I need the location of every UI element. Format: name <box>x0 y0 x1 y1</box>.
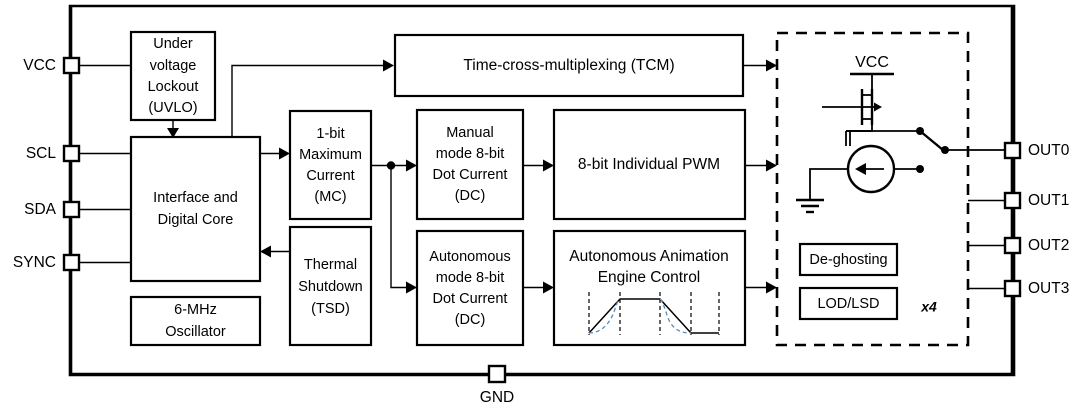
wire-mc-split <box>371 159 417 294</box>
block-pwm-rect <box>552 108 747 221</box>
pin-out1-label: OUT1 <box>1028 192 1069 209</box>
block-tsd-rect <box>288 225 373 347</box>
block-animation-rect <box>552 229 747 347</box>
pin-out3[interactable]: OUT3 <box>968 279 1069 298</box>
block-lod-lsd[interactable]: LOD/LSD <box>798 286 899 321</box>
block-manual-dc-line-0: Manual <box>446 125 494 141</box>
block-autonomous-dot-current[interactable]: Autonomous mode 8-bit Dot Current (DC) <box>415 229 525 347</box>
block-manual-dot-current[interactable]: Manual mode 8-bit Dot Current (DC) <box>415 108 525 221</box>
arrow-pwm-to-output <box>745 159 777 172</box>
block-de-ghosting[interactable]: De-ghosting <box>798 242 899 277</box>
block-interface-rect <box>129 135 262 283</box>
block-interface-digital-core[interactable]: Interface and Digital Core <box>129 135 262 283</box>
pin-out3-label: OUT3 <box>1028 280 1069 297</box>
block-uvlo-line-0: Under <box>153 36 193 52</box>
block-tsd-line-1: Shutdown <box>298 279 363 295</box>
block-auto-dc-line-2: Dot Current <box>433 291 508 307</box>
block-interface-line-0: Interface and <box>153 190 238 206</box>
block-uvlo-line-2: Lockout <box>148 79 199 95</box>
pin-scl-square <box>62 144 81 163</box>
block-manual-dc-line-2: Dot Current <box>433 167 508 183</box>
arrow-animation-to-output <box>745 281 777 294</box>
output-stage-pmos: VCC <box>822 54 894 146</box>
pin-out1-square <box>1003 191 1022 210</box>
block-tcm[interactable]: Time-cross-multiplexing (TCM) <box>393 33 745 98</box>
pin-vcc-label: VCC <box>23 57 56 74</box>
output-stage-dashed-boundary <box>775 31 970 347</box>
output-stage-multiplier-label: x4 <box>920 299 937 315</box>
pin-sda[interactable]: SDA <box>24 200 131 219</box>
animation-waveform-icon <box>588 292 720 335</box>
pin-scl[interactable]: SCL <box>26 144 131 163</box>
pin-vcc[interactable]: VCC <box>23 56 131 75</box>
pin-sda-square <box>62 200 81 219</box>
pin-vcc-square <box>62 56 81 75</box>
block-mc-line-1: Maximum <box>299 147 362 163</box>
pin-sync-label: SYNC <box>13 254 56 271</box>
pin-sync-square <box>62 253 81 272</box>
output-stage-current-source <box>796 144 924 214</box>
arrow-manual-dc-to-pwm <box>523 159 554 172</box>
block-max-current[interactable]: 1-bit Maximum Current (MC) <box>288 109 373 221</box>
output-stage-vcc-label: VCC <box>855 54 889 71</box>
switch-blade <box>919 130 944 151</box>
ground-symbol <box>796 198 824 214</box>
block-oscillator-rect <box>129 295 262 347</box>
arrow-tcm-to-output <box>743 59 777 72</box>
block-lod-lsd-label: LOD/LSD <box>817 296 879 312</box>
block-tsd-line-0: Thermal <box>304 257 357 273</box>
current-source-node <box>916 165 924 173</box>
block-auto-dc-line-3: (DC) <box>455 312 486 328</box>
block-lod-lsd-rect <box>798 286 899 321</box>
pin-sync[interactable]: SYNC <box>13 253 131 272</box>
pin-out0-label: OUT0 <box>1028 142 1070 159</box>
pin-out2[interactable]: OUT2 <box>968 236 1069 255</box>
block-manual-dc-line-1: mode 8-bit <box>436 146 505 162</box>
block-auto-dc-line-0: Autonomous <box>429 249 510 265</box>
block-mc-line-2: Current <box>306 168 354 184</box>
pin-gnd-label: GND <box>480 389 514 406</box>
block-mc-line-0: 1-bit <box>316 126 344 142</box>
arrow-auto-dc-to-animation <box>523 281 554 294</box>
block-oscillator-line-1: Oscillator <box>165 324 226 340</box>
pin-gnd-square <box>487 364 507 384</box>
block-de-ghosting-label: De-ghosting <box>809 252 887 268</box>
pin-out2-square <box>1003 236 1022 255</box>
block-tcm-rect <box>393 33 745 98</box>
pin-out0-square <box>1003 141 1022 160</box>
block-uvlo[interactable]: Under voltage Lockout (UVLO) <box>129 30 217 122</box>
block-auto-dc-line-1: mode 8-bit <box>436 270 505 286</box>
wire-interface-to-tcm <box>231 59 394 137</box>
block-tsd-line-2: (TSD) <box>311 301 350 317</box>
block-manual-dc-rect <box>415 108 525 221</box>
block-animation-engine[interactable]: Autonomous Animation Engine Control <box>552 229 747 347</box>
block-uvlo-line-3: (UVLO) <box>148 100 197 116</box>
block-manual-dc-line-3: (DC) <box>455 188 486 204</box>
block-animation-line-0: Autonomous Animation <box>569 248 728 265</box>
pin-out2-label: OUT2 <box>1028 237 1069 254</box>
pin-scl-label: SCL <box>26 145 57 162</box>
block-oscillator-line-0: 6-MHz <box>174 302 217 318</box>
pin-out1[interactable]: OUT1 <box>968 191 1069 210</box>
block-thermal-shutdown[interactable]: Thermal Shutdown (TSD) <box>288 225 373 347</box>
block-tcm-label: Time-cross-multiplexing (TCM) <box>463 57 674 74</box>
output-stage-switch <box>846 127 1005 154</box>
block-pwm-label: 8-bit Individual PWM <box>578 156 720 173</box>
arrow-tsd-to-interface <box>260 245 290 258</box>
pin-gnd[interactable]: GND <box>70 364 1013 406</box>
block-interface-line-1: Digital Core <box>158 212 234 228</box>
pin-out0[interactable]: OUT0 <box>1003 141 1070 160</box>
block-oscillator[interactable]: 6-MHz Oscillator <box>129 295 262 347</box>
block-de-ghosting-rect <box>798 242 899 277</box>
block-individual-pwm[interactable]: 8-bit Individual PWM <box>552 108 747 221</box>
pin-out3-square <box>1003 279 1022 298</box>
arrow-interface-to-mc <box>260 147 290 160</box>
block-uvlo-line-1: voltage <box>150 58 197 74</box>
block-animation-line-1: Engine Control <box>598 269 701 286</box>
block-mc-line-3: (MC) <box>314 189 346 205</box>
pin-sda-label: SDA <box>24 201 57 218</box>
arrow-uvlo-to-interface <box>167 120 179 138</box>
